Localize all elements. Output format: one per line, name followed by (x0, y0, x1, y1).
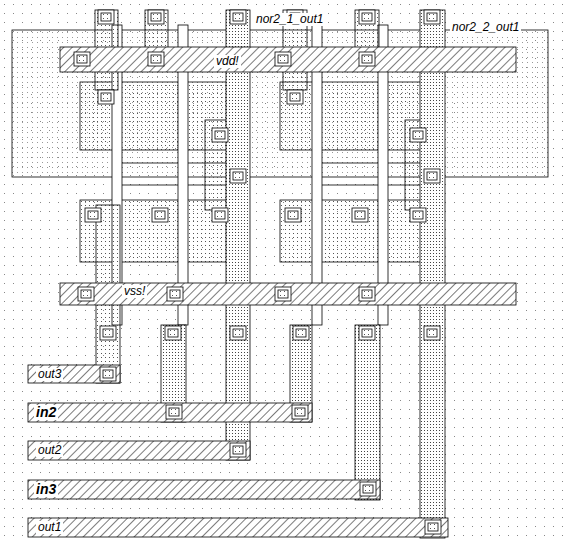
contact (152, 208, 168, 222)
vss-rail (60, 283, 516, 305)
contact (78, 287, 94, 301)
contact (360, 482, 376, 496)
contact (359, 52, 375, 66)
supply-label: vss! (122, 285, 147, 298)
pin-label: out2 (36, 444, 63, 457)
metal1-strip (205, 120, 229, 210)
contact (165, 326, 181, 340)
metal2-strip (420, 10, 445, 538)
contact (85, 208, 101, 222)
pin-label: out3 (36, 368, 63, 381)
contact (352, 208, 368, 222)
contact (100, 367, 116, 381)
metal1-strip (355, 10, 379, 70)
contact (425, 520, 441, 534)
contact (148, 10, 164, 24)
contact (148, 52, 164, 66)
supply-label: vdd! (214, 55, 241, 68)
contact (230, 443, 246, 457)
contact (275, 287, 291, 301)
contact (410, 128, 426, 142)
n-well (12, 30, 548, 177)
contact (292, 405, 308, 419)
contact (98, 90, 114, 104)
contact (212, 128, 228, 142)
contact (359, 10, 375, 24)
contact (287, 90, 303, 104)
pin-bar (28, 518, 448, 537)
contact (424, 326, 440, 340)
contact (424, 10, 440, 24)
contact (98, 10, 114, 24)
contact (275, 52, 291, 66)
contact (230, 10, 246, 24)
contact (424, 169, 440, 183)
contact (359, 287, 375, 301)
contact (100, 326, 116, 340)
pin-label: out1 (36, 521, 63, 534)
net-label: nor2_1_out1 (254, 13, 325, 26)
contact (410, 208, 426, 222)
contact (285, 208, 301, 222)
pin-label: in3 (34, 482, 58, 497)
contact (212, 208, 228, 222)
contact-set (74, 10, 441, 534)
vdd-rail (60, 47, 516, 72)
contact (230, 326, 246, 340)
contact (230, 169, 246, 183)
contact (74, 52, 90, 66)
contact (359, 326, 375, 340)
contact (293, 326, 309, 340)
contact (167, 287, 183, 301)
pin-bar (28, 441, 250, 460)
pin-bar (28, 403, 312, 422)
pin-label: in2 (34, 405, 58, 420)
contact (166, 405, 182, 419)
pin-bar (28, 365, 120, 383)
metal2-strip (226, 10, 250, 460)
pin-bar (28, 480, 380, 499)
metal2-strip (355, 325, 380, 500)
net-label: nor2_2_out1 (450, 21, 521, 34)
